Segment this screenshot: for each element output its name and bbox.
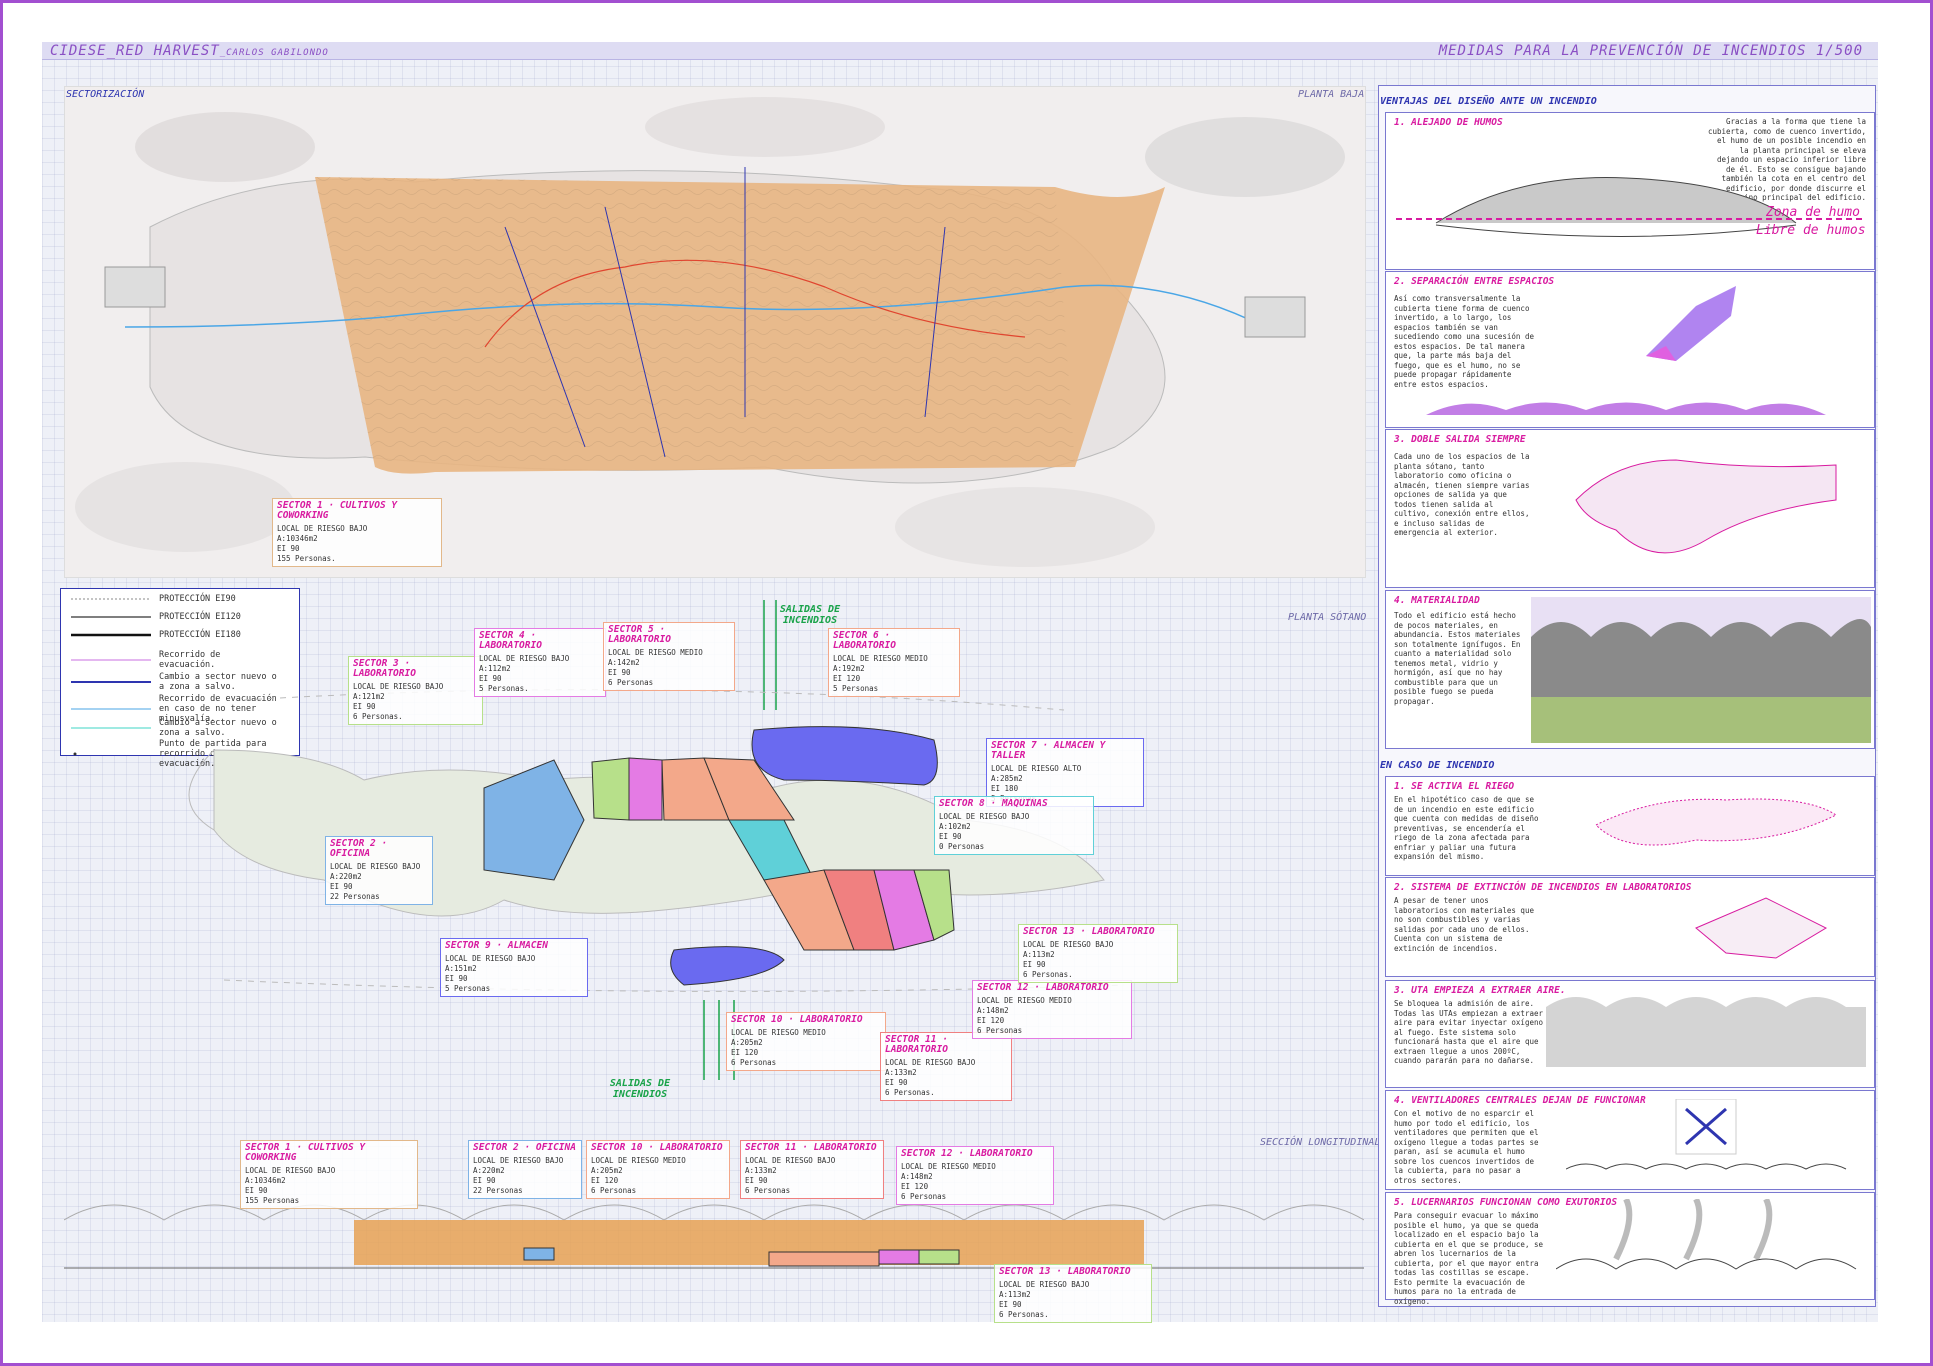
legend-ei90: PROTECCIÓN EI90 [159,594,236,604]
panel-irrigation: 1. SE ACTIVA EL RIEGO En el hipotético c… [1385,776,1875,876]
legend: PROTECCIÓN EI90 PROTECCIÓN EI120 PROTECC… [60,588,300,769]
panel-space-separation: 2. SEPARACIÓN ENTRE ESPACIOS Así como tr… [1385,271,1875,428]
sectorization-label: SECTORIZACIÓN [66,89,145,100]
section-label: SECCIÓN LONGITUDINAL [1260,1137,1381,1148]
panel-smoke-away: 1. ALEJADO DE HUMOS Gracias a la forma q… [1385,112,1875,270]
title-bar [42,42,1878,60]
panel-materiality: 4. MATERIALIDAD Todo el edificio está he… [1385,590,1875,749]
smoke-free-label: Libre de humos [1756,223,1866,238]
panel-uta-extraction: 3. UTA EMPIEZA A EXTRAER AIRE. Se bloque… [1385,980,1875,1088]
panel-lab-extinction: 2. SISTEMA DE EXTINCIÓN DE INCENDIOS EN … [1385,877,1875,977]
in-case-of-fire-heading: EN CASO DE INCENDIO [1380,760,1495,771]
basement-label: PLANTA SÓTANO [1288,612,1367,623]
legend-route-alt: Recorrido de evacuación en caso de no te… [159,694,277,724]
sector-1-box: SECTOR 1 · CULTIVOS Y COWORKING LOCAL DE… [272,498,442,567]
ground-floor-drawing [75,97,1345,567]
advantages-heading: VENTAJAS DEL DISEÑO ANTE UN INCENDIO [1380,96,1597,107]
legend-sector-change: Cambio a sector nuevo o a zona a salvo. [159,672,277,692]
panel-double-exit: 3. DOBLE SALIDA SIEMPRE Cada uno de los … [1385,429,1875,588]
legend-sector-change-alt: Cambio a sector nuevo o zona a salvo. [159,718,277,738]
legend-ei180: PROTECCIÓN EI180 [159,630,241,640]
smoke-zone-label: Zona de humo [1766,205,1860,220]
legend-route: Recorrido de evacuación. [159,650,221,670]
panel-skylights: 5. LUCERNARIOS FUNCIONAN COMO EXUTORIOS … [1385,1192,1875,1306]
exits-top-label: SALIDAS DE INCENDIOS [779,604,841,626]
sheet-title: MEDIDAS PARA LA PREVENCIÓN DE INCENDIOS … [1438,43,1863,59]
ground-floor-plan [64,86,1366,578]
legend-start-point: Punto de partida para recorrido de evacu… [159,739,267,769]
ground-floor-label: PLANTA BAJA [1298,89,1365,100]
legend-ei120: PROTECCIÓN EI120 [159,612,241,622]
basement-plan [64,580,1364,1100]
panel-fans-stop: 4. VENTILADORES CENTRALES DEJAN DE FUNCI… [1385,1090,1875,1190]
exits-bottom-label: SALIDAS DE INCENDIOS [609,1078,671,1100]
basement-drawing [188,600,1125,1080]
project-title: CIDESE_RED HARVEST_CARLOS GABILONDO [50,43,329,59]
